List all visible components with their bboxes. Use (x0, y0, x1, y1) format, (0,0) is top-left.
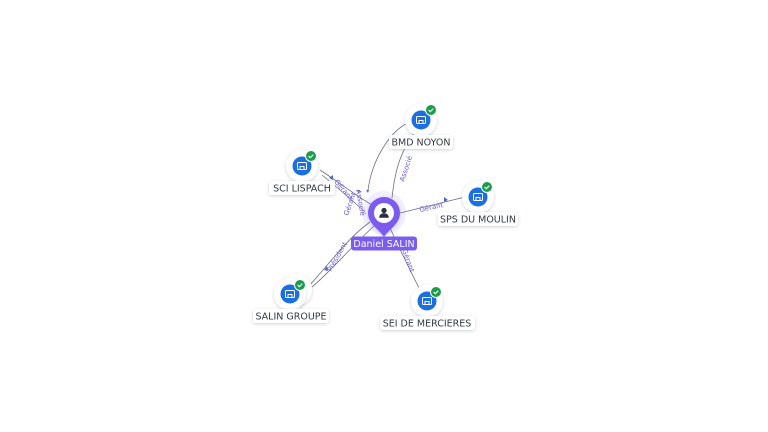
edge-sci (319, 169, 373, 206)
verified-badge-icon (430, 286, 442, 298)
arrowhead (444, 197, 448, 202)
person-node[interactable]: Daniel SALIN (351, 191, 417, 251)
building-icon (297, 162, 307, 170)
building-icon (473, 193, 483, 201)
edge-salin (304, 221, 371, 291)
company-label: SPS DU MOULIN (440, 215, 516, 226)
building-icon (285, 290, 295, 298)
arrowhead (329, 175, 333, 180)
person-label: Daniel SALIN (353, 239, 414, 250)
edge-label: Gérant (419, 201, 444, 214)
edges (304, 121, 466, 291)
arrowhead (324, 266, 328, 271)
edge-salin-2 (311, 224, 376, 288)
edge-sps (399, 196, 466, 214)
building-icon (422, 297, 432, 305)
company-node-salin[interactable]: SALIN GROUPE (253, 274, 329, 323)
company-node-sps[interactable]: SPS DU MOULIN (438, 181, 518, 226)
person-icon (379, 207, 389, 218)
edge-label: Président (326, 241, 349, 273)
verified-badge-icon (294, 279, 306, 291)
company-label: BMD NOYON (392, 138, 451, 149)
edge-sci-2 (321, 174, 366, 213)
edge-bmd-2 (367, 121, 411, 191)
company-node-bmd[interactable]: BMD NOYON (389, 104, 453, 149)
arrowhead (366, 190, 369, 193)
company-node-sei[interactable]: SEI DE MERCIERES (380, 285, 475, 330)
verified-badge-icon (425, 104, 437, 116)
verified-badge-icon (305, 150, 317, 162)
company-label: SEI DE MERCIERES (383, 319, 472, 330)
company-label: SALIN GROUPE (255, 312, 326, 323)
company-label: SCI LISPACH (273, 184, 331, 195)
edge-label: Associé (398, 155, 414, 183)
edge-sei (389, 227, 421, 291)
verified-badge-icon (481, 181, 493, 193)
building-icon (416, 116, 426, 124)
company-node-sci[interactable]: SCI LISPACH (269, 150, 335, 195)
edge-label: Gérant (400, 248, 416, 274)
arrowhead (357, 190, 360, 193)
